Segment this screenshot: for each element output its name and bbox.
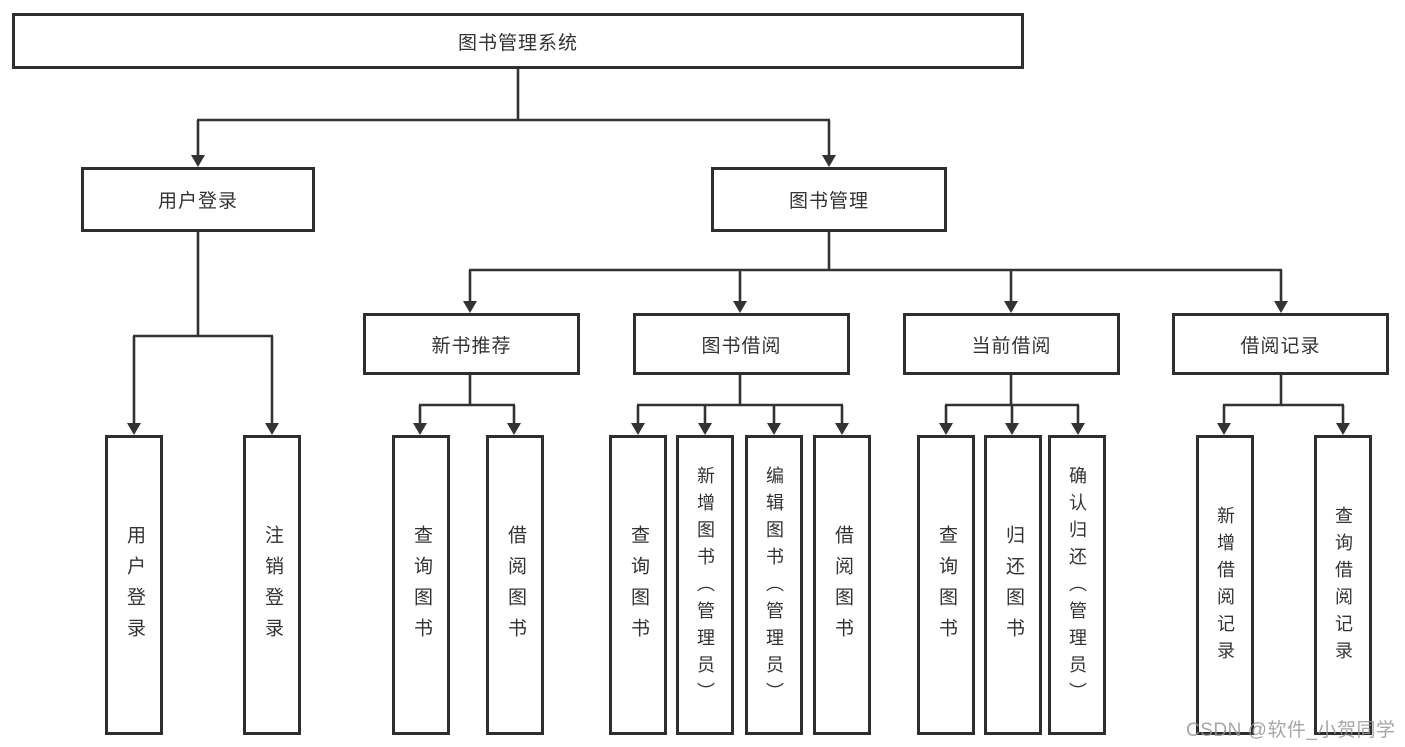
leaf-query-borrow-record: 查询借阅记录	[1314, 435, 1372, 735]
leaf-confirm-return-admin: 确认归还（管理员）	[1048, 435, 1106, 735]
leaf-borrow-books: 借阅图书	[813, 435, 871, 735]
node-book-management: 图书管理	[711, 167, 947, 232]
node-current-borrow: 当前借阅	[903, 313, 1120, 375]
leaf-edit-books-admin: 编辑图书（管理员）	[745, 435, 803, 735]
leaf-logout: 注销登录	[243, 435, 301, 735]
leaf-add-books-admin: 新增图书（管理员）	[676, 435, 734, 735]
leaf-query-books: 查询图书	[609, 435, 667, 735]
node-user-login: 用户登录	[81, 167, 315, 232]
leaf-query-books: 查询图书	[917, 435, 975, 735]
leaf-user-login: 用户登录	[105, 435, 163, 735]
leaf-add-borrow-record: 新增借阅记录	[1196, 435, 1254, 735]
node-library-management-system: 图书管理系统	[12, 13, 1024, 69]
node-new-book-recommend: 新书推荐	[363, 313, 580, 375]
node-book-borrow: 图书借阅	[633, 313, 850, 375]
leaf-borrow-books: 借阅图书	[486, 435, 544, 735]
csdn-watermark: CSDN @软件_小贺同学	[1186, 720, 1396, 741]
leaf-return-books: 归还图书	[984, 435, 1042, 735]
leaf-query-books: 查询图书	[392, 435, 450, 735]
node-borrow-record: 借阅记录	[1172, 313, 1389, 375]
